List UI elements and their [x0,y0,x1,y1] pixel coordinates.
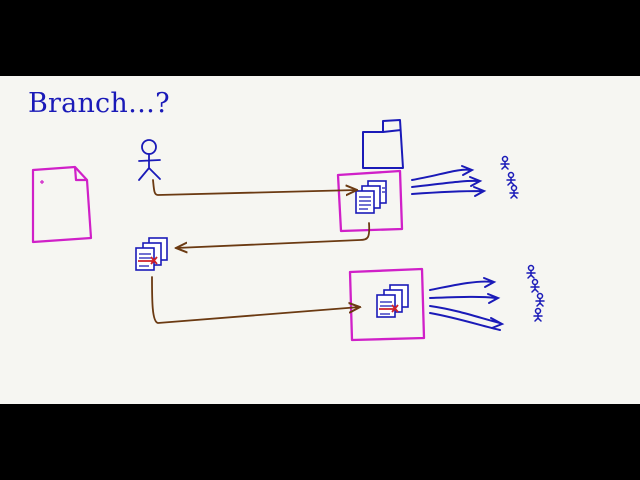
arrow-icon [152,179,357,195]
arrow-icon [151,276,360,324]
fan-out-lines-icon [411,165,487,197]
people-group-icon [500,155,519,199]
edited-document-stack-icon [376,284,409,318]
arrow-icon [176,222,371,248]
people-group-icon [526,264,545,322]
page-title: Branch…? [28,88,170,119]
document-stack-icon [355,180,387,214]
branch-repository-box [348,267,426,342]
whiteboard [0,76,640,404]
upstream-repository-box [336,169,404,233]
folder-icon [362,119,404,169]
fan-out-lines-icon [429,277,505,331]
person-icon [138,139,161,181]
blank-page-icon [31,165,93,244]
edited-document-stack-icon [135,237,168,271]
